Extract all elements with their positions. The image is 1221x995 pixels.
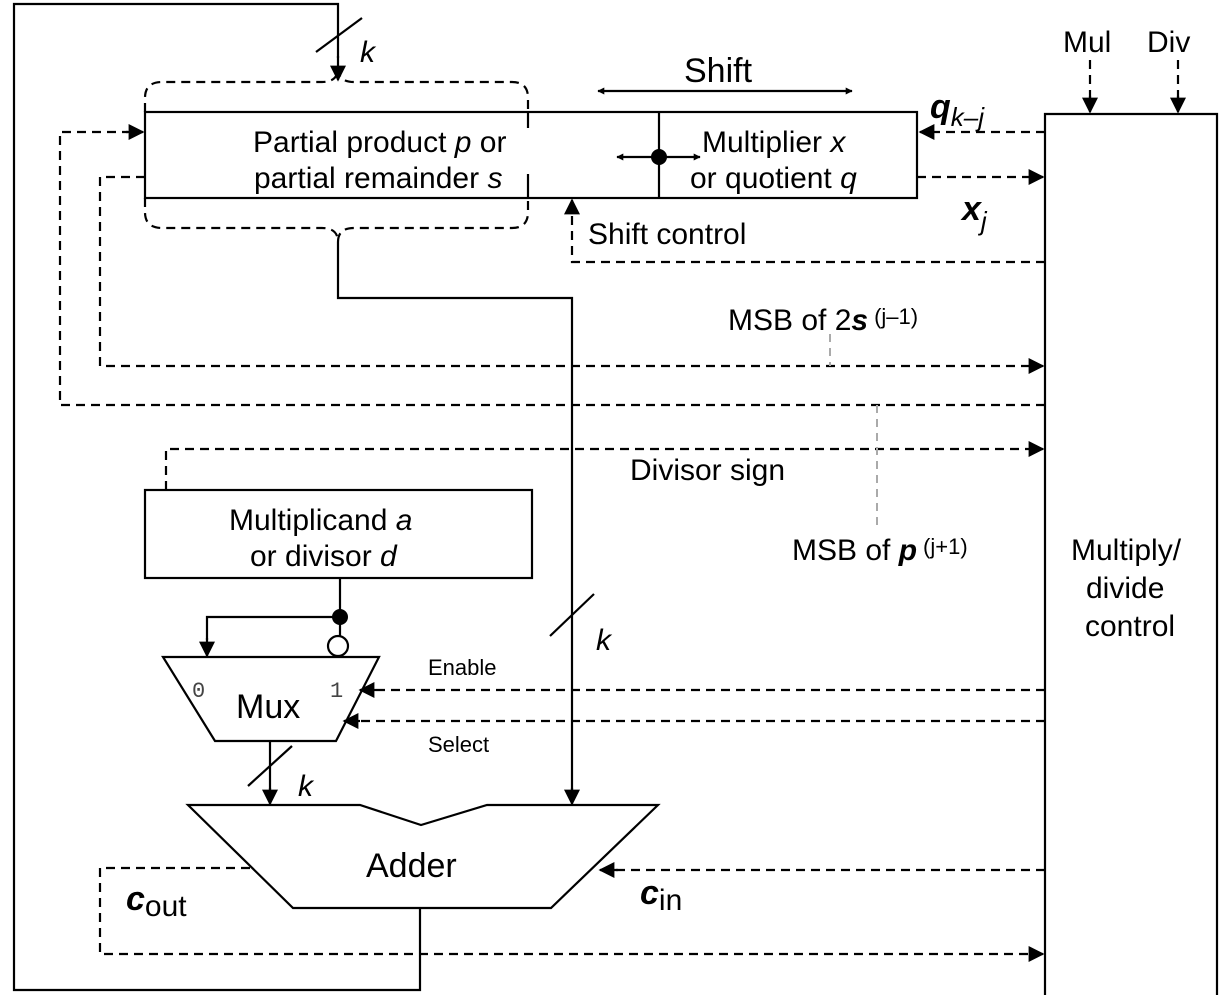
c-in-label: cin [640,874,682,917]
bus-slash-mux [247,745,293,787]
mux-input1-label: 1 [330,679,343,704]
q-signal-label: qk–j [930,88,985,132]
adder-label: Adder [366,847,457,885]
adder-feedback-wire [12,2,422,992]
partial-product-label: Partial product p or [253,126,506,159]
c-out-label: cout [126,880,187,923]
multiplier-label: Multiplier x [702,126,846,159]
shift-control-line [570,212,1045,264]
bus-slash-top [315,17,363,53]
div-label: Div [1147,26,1190,59]
top-brace [143,67,530,112]
shift-label: Shift [684,52,753,90]
quotient-label: or quotient q [690,162,857,195]
control-label-1: Multiply/ [1071,534,1182,567]
control-label-3: control [1085,610,1175,643]
msb-2s-line [98,175,1030,368]
multiplicand-register [143,488,534,580]
enable-label: Enable [428,655,497,680]
msb-2s-label: MSB of 2s(j–1) [728,304,918,337]
select-label: Select [428,732,489,757]
control-label-2: divide [1086,572,1164,605]
partial-remainder-label: partial remainder s [254,162,502,195]
bus-width-right: k [596,624,613,657]
shift-control-label: Shift control [588,218,746,251]
adder [185,803,661,910]
divisor-label: or divisor d [250,540,398,573]
x-signal-label: xj [960,190,988,236]
mul-label: Mul [1063,26,1111,59]
divisor-sign-label: Divisor sign [630,454,785,487]
multiplicand-label: Multiplicand a [229,504,412,537]
msb-p-label: MSB of p(j+1) [792,534,968,567]
msb-p-line [58,130,1045,407]
multiply-divide-control [1043,112,1219,995]
divisor-sign-line [164,447,1030,490]
c-out-line [98,866,1030,956]
shift-junction-dot [651,149,667,165]
mux [161,655,381,743]
mux-label: Mux [236,688,300,726]
bus-width-mux: k [298,770,315,803]
mux-input0-label: 0 [192,679,205,704]
inverter-bubble [326,634,350,658]
bottom-brace [143,198,530,243]
bus-width-top: k [360,36,377,69]
bus-slash-right [549,593,595,637]
register-to-adder-bus [336,242,574,790]
mux-input0-wire [205,615,340,640]
partial-product-register [143,110,919,200]
